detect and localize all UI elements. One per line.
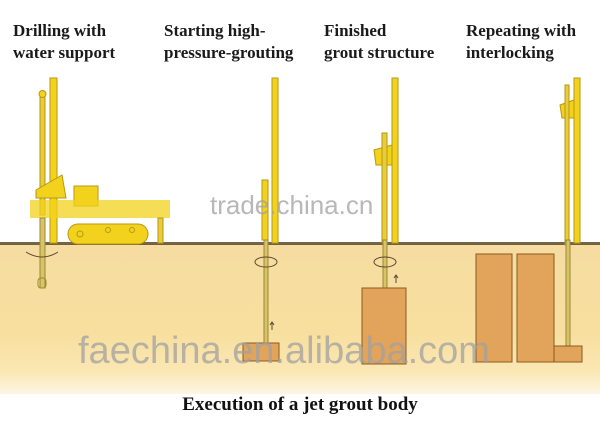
diagram-caption: Execution of a jet grout body xyxy=(182,394,418,415)
watermark-top: trade.china.cn xyxy=(210,190,374,220)
ground-surface-line xyxy=(0,242,600,245)
grouting-rig-step3 xyxy=(361,77,407,365)
step-1-label: Drilling with water support xyxy=(13,21,116,62)
grouting-rig-step4 xyxy=(475,77,583,363)
drilling-rig-illustration xyxy=(25,77,170,289)
step-3-label: Finished grout structure xyxy=(324,21,435,62)
watermark-bottom: faechina.en.alibaba.com xyxy=(78,330,490,372)
step-4-label: Repeating with interlocking xyxy=(466,21,577,62)
grouting-rig-step2 xyxy=(242,77,280,362)
step-2-label: Starting high- pressure-grouting xyxy=(164,21,294,62)
